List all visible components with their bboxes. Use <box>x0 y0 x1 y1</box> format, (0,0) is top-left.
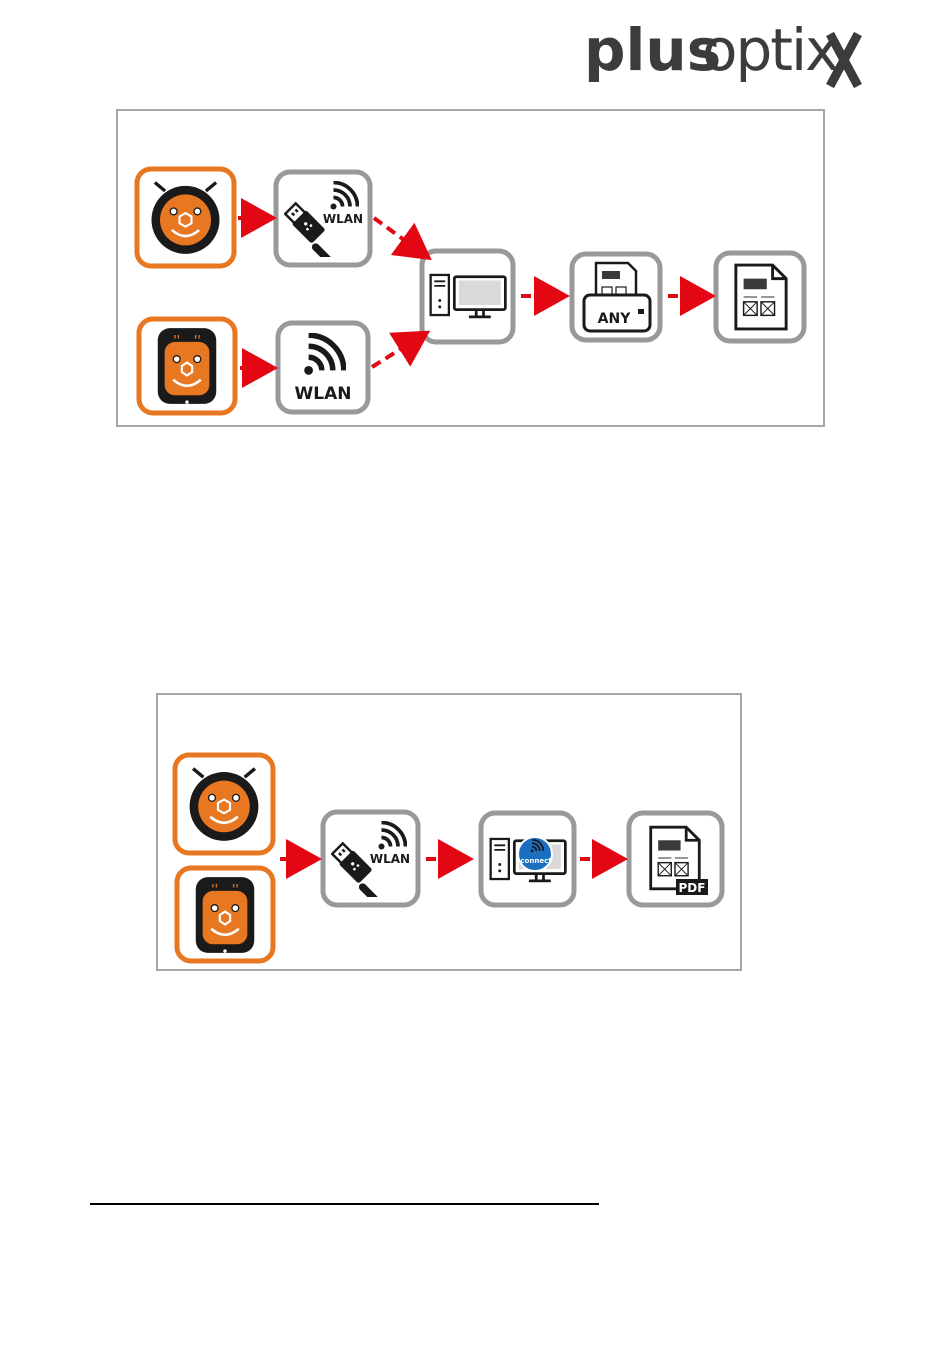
printer-box: ANY <box>572 254 660 340</box>
wlan-label: WLAN <box>323 212 363 226</box>
logo-text-bold: plus <box>584 16 721 84</box>
desktop-computer-icon <box>431 275 506 317</box>
square-device-box <box>177 868 273 961</box>
document-icon <box>736 265 786 329</box>
round-device-box <box>175 755 273 853</box>
wlan-label: WLAN <box>295 384 352 404</box>
footnote-separator-line <box>90 1203 599 1205</box>
xconnect-computer-box: connect <box>481 813 574 905</box>
wlan-box: WLAN <box>278 323 368 412</box>
logo-text-light: optix <box>702 16 838 84</box>
round-device-box <box>137 169 234 266</box>
arrow <box>372 337 420 367</box>
printer-any-label: ANY <box>598 311 632 327</box>
pdf-document-box: PDF <box>629 813 722 905</box>
document-box <box>716 253 804 341</box>
wlan-label: WLAN <box>370 852 410 866</box>
square-device-icon <box>196 877 254 953</box>
pdf-label: PDF <box>679 881 706 895</box>
square-device-box <box>139 319 235 413</box>
xconnect-globe-icon <box>518 837 552 871</box>
computer-box <box>422 251 513 342</box>
usb-wlan-box: WLAN <box>323 812 418 905</box>
square-device-icon <box>158 328 216 404</box>
diagram-2-svg: WLAN connect PDF <box>158 695 744 973</box>
plusoptix-logo: plus optix <box>582 12 864 92</box>
xconnect-label: connect <box>520 857 552 865</box>
usb-wlan-box: WLAN <box>276 172 370 265</box>
diagram-frame-1: WLAN WLAN ANY <box>116 109 825 427</box>
arrow <box>374 218 422 253</box>
diagram-1-svg: WLAN WLAN ANY <box>118 111 827 429</box>
diagram-frame-2: WLAN connect PDF <box>156 693 742 971</box>
